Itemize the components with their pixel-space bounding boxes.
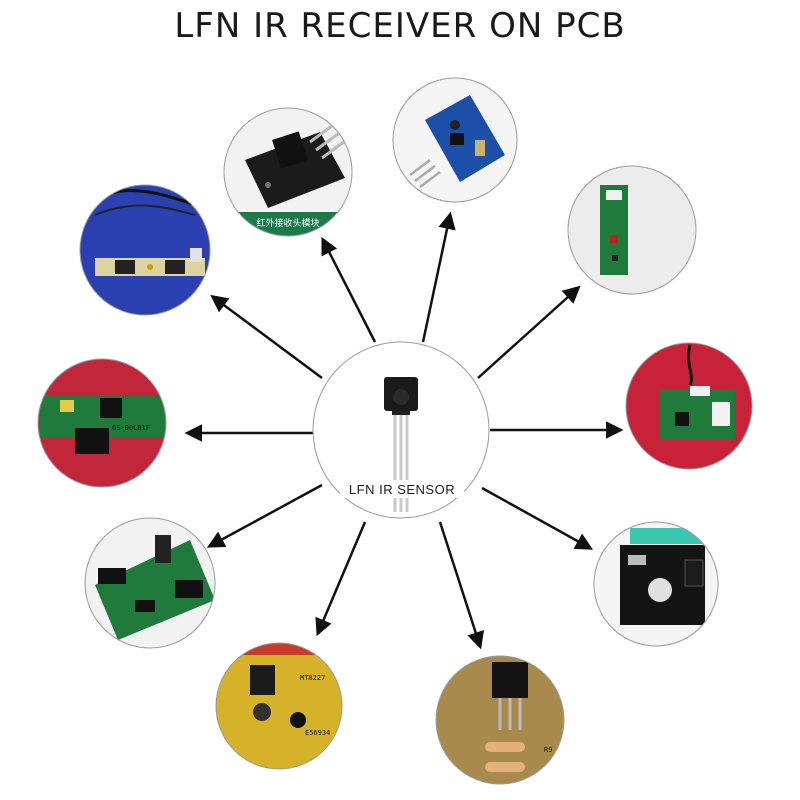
arrows-group: [184, 211, 624, 650]
arrow-to-right-lower-board: [481, 486, 594, 550]
svg-text:MT8227: MT8227: [300, 674, 325, 682]
node-bottom-left-yellow-board: MT8227 E56934: [215, 642, 343, 770]
node-right-top-green-strip: [567, 165, 697, 295]
green-board-on-red-icon: 6S-00LB1F: [40, 395, 165, 454]
node-top-blue-board: [392, 77, 518, 203]
node-top-left-module: 红外接收头模块: [223, 107, 353, 237]
node-right-lower-black-board: [593, 521, 719, 647]
black-wifi-module-board-icon: [620, 528, 710, 625]
page-title: LFN IR RECEIVER ON PCB: [174, 6, 626, 46]
arrow-to-left-top-strip: [210, 294, 323, 380]
svg-text:R9: R9: [544, 746, 552, 754]
arrow-to-top-blue-board: [421, 211, 456, 343]
arrow-to-top-left-module: [321, 236, 377, 343]
node-left-top-strip-board: [79, 184, 211, 316]
arrow-to-bottom-right-board: [438, 521, 485, 650]
arrow-to-left-lower-board: [206, 483, 323, 548]
svg-text:6S-00LB1F: 6S-00LB1F: [112, 424, 150, 432]
svg-text:E56934: E56934: [305, 729, 330, 737]
node-right-middle-green-board: [625, 342, 753, 470]
green-board-with-cable-icon: [660, 344, 735, 440]
center-sensor-label: LFN IR SENSOR: [349, 482, 455, 497]
arrow-to-bottom-left-board: [315, 521, 367, 637]
module-caption-chinese: 红外接收头模块: [256, 217, 319, 229]
arrow-to-right-top-strip: [477, 285, 581, 379]
center-ir-sensor-node: LFN IR SENSOR: [312, 341, 490, 519]
node-left-middle-green-board: 6S-00LB1F: [37, 358, 167, 488]
black-ir-module-board-icon: [245, 118, 352, 208]
green-board-with-capacitor-icon: [95, 535, 215, 640]
node-bottom-right-brown-board: R9 R24: [435, 655, 565, 785]
green-strip-pcb-icon: [600, 185, 628, 275]
node-left-lower-green-board: [84, 517, 216, 649]
blue-ir-sensor-board-icon: [409, 95, 505, 188]
